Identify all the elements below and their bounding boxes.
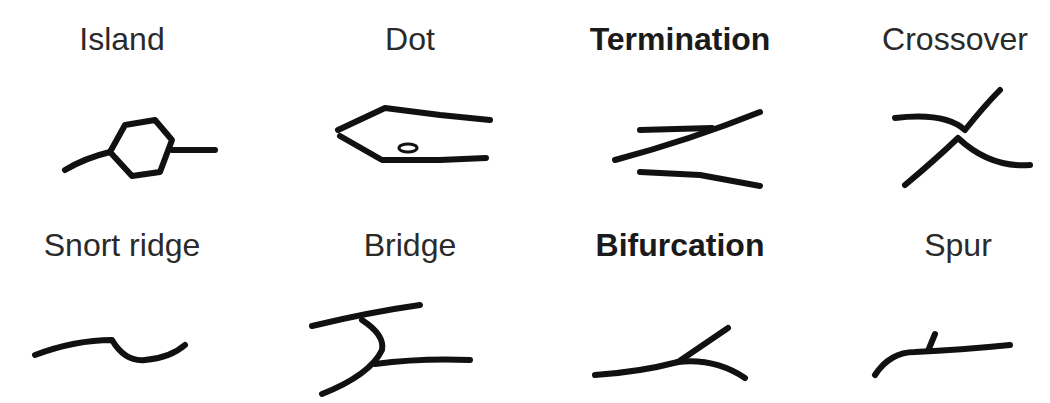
dot-ridge	[338, 108, 490, 160]
spur-ridge	[875, 334, 1010, 375]
minutia-label: Bifurcation	[596, 228, 765, 263]
short-ridge	[35, 340, 185, 360]
minutia-label: Bridge	[364, 228, 457, 263]
minutia-label: Crossover	[882, 22, 1028, 57]
termination-ridge	[615, 112, 760, 186]
minutia-label: Spur	[924, 228, 992, 263]
minutia-label: Island	[79, 22, 164, 57]
minutia-label: Dot	[385, 22, 435, 57]
crossover-ridge	[895, 90, 1030, 185]
minutia-label: Termination	[590, 22, 771, 57]
bifurcation-ridge	[595, 328, 745, 378]
minutia-label: Snort ridge	[44, 228, 201, 263]
bridge-ridge	[312, 305, 470, 394]
island-ridge	[65, 120, 215, 176]
